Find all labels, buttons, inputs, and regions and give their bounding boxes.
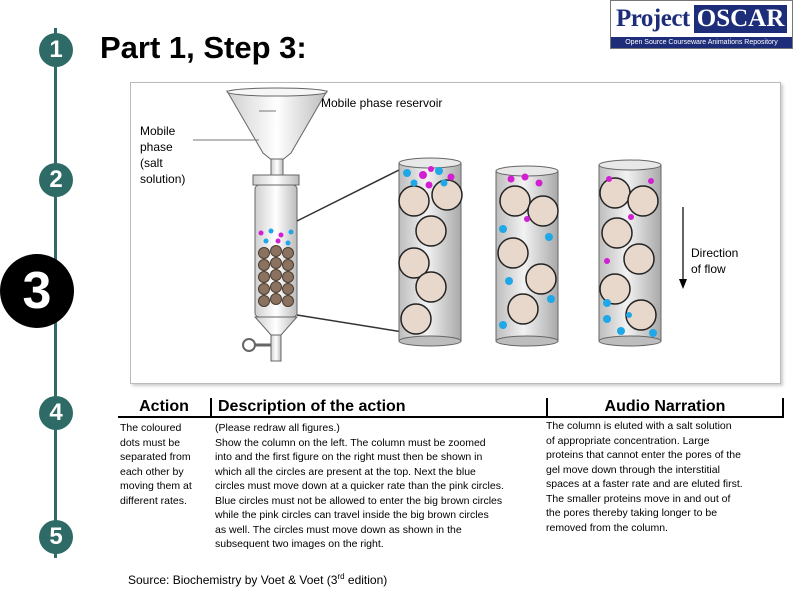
stopcock-handle — [242, 338, 256, 352]
action-line: The coloured — [120, 422, 182, 434]
description-line: circles must move down at a quicker rate… — [215, 480, 504, 492]
direction-arrow-head — [679, 279, 687, 289]
step-2-badge[interactable]: 2 — [39, 163, 73, 197]
audio-line: proteins that cannot enter the pores of … — [546, 449, 741, 461]
audio-line: of appropriate concentration. Large — [546, 434, 710, 447]
action-line: each other by — [120, 465, 184, 478]
description-line: which all the circles are present at the… — [215, 465, 476, 478]
project-oscar-logo: Project OSCAR Open Source Courseware Ani… — [610, 0, 793, 49]
column-sample-dots — [258, 228, 294, 246]
column-taper — [253, 316, 299, 336]
reservoir-label: Mobile phase reservoir — [321, 96, 443, 110]
logo-accent-text: OSCAR — [693, 5, 788, 33]
mobile-phase-line-4: solution) — [140, 172, 186, 186]
audio-line: removed from the column. — [546, 521, 668, 534]
action-line: separated from — [120, 451, 191, 463]
direction-line-2: of flow — [691, 262, 726, 276]
description-line: Blue circles must not be allowed to ente… — [215, 494, 503, 507]
source-prefix: Source: Biochemistry by Voet & Voet (3 — [128, 573, 338, 587]
page-title: Part 1, Step 3: — [100, 30, 307, 65]
mobile-phase-label: Mobile phase (salt solution) — [140, 123, 210, 187]
zoom-cylinder-3 — [598, 159, 662, 347]
action-text: The coloured dots must be separated from… — [120, 421, 210, 508]
audio-header: Audio Narration — [548, 398, 784, 418]
action-line: moving them at — [120, 480, 192, 492]
audio-line: gel move down through the interstitial — [546, 463, 720, 476]
logo-subtitle: Open Source Courseware Animations Reposi… — [611, 37, 792, 48]
step-4-badge[interactable]: 4 — [39, 396, 73, 430]
zoom-cylinder-2 — [495, 165, 559, 347]
description-line: while the pink circles can travel inside… — [215, 509, 489, 521]
step-3-badge[interactable]: 3 — [0, 254, 74, 328]
figure-drawing — [193, 87, 687, 362]
action-header: Action — [118, 398, 212, 418]
audio-line: the pores thereby taking longer to be — [546, 507, 718, 519]
column-cap — [252, 174, 300, 186]
chromatography-figure: Mobile phase reservoir Mobile phase (sal… — [130, 82, 781, 384]
mobile-phase-line-2: phase — [140, 140, 173, 154]
reservoir-rim — [226, 87, 328, 97]
funnel-stem — [270, 158, 284, 176]
description-header: Description of the action — [212, 398, 548, 418]
mobile-phase-line-1: Mobile — [140, 124, 176, 138]
reservoir-funnel — [226, 90, 328, 162]
zoom-line-top — [296, 164, 410, 222]
column-bead-packing — [258, 245, 294, 307]
action-line: different rates. — [120, 494, 187, 507]
step-1-badge[interactable]: 1 — [39, 33, 73, 67]
source-citation: Source: Biochemistry by Voet & Voet (3rd… — [128, 572, 387, 587]
source-suffix: edition) — [344, 573, 388, 587]
column-outlet — [270, 334, 282, 362]
description-line: into and the first figure on the right m… — [215, 451, 483, 463]
zoom-cylinder-1 — [398, 157, 463, 347]
direction-line-1: Direction — [691, 246, 739, 260]
description-line: (Please redraw all figures.) — [215, 422, 340, 434]
direction-of-flow-label: Direction of flow — [691, 245, 738, 277]
mobile-phase-line-3: (salt — [140, 156, 163, 170]
audio-line: The column is eluted with a salt solutio… — [546, 420, 732, 432]
description-line: subsequent two images on the right. — [215, 538, 384, 550]
zoom-line-bottom — [296, 314, 410, 334]
description-line: Show the column on the left. The column … — [215, 436, 486, 449]
audio-line: The smaller proteins move in and out of — [546, 492, 731, 505]
logo-main-text: Project — [616, 5, 690, 32]
description-line: as well. The circles must move down as s… — [215, 523, 462, 536]
action-line: dots must be — [120, 436, 181, 449]
source-superscript: rd — [337, 572, 345, 581]
audio-narration-text: The column is eluted with a salt solutio… — [546, 419, 786, 535]
step-5-badge[interactable]: 5 — [39, 520, 73, 554]
audio-line: spaces at a faster rate and are eluted f… — [546, 478, 743, 490]
description-text: (Please redraw all figures.) Show the co… — [215, 421, 550, 552]
